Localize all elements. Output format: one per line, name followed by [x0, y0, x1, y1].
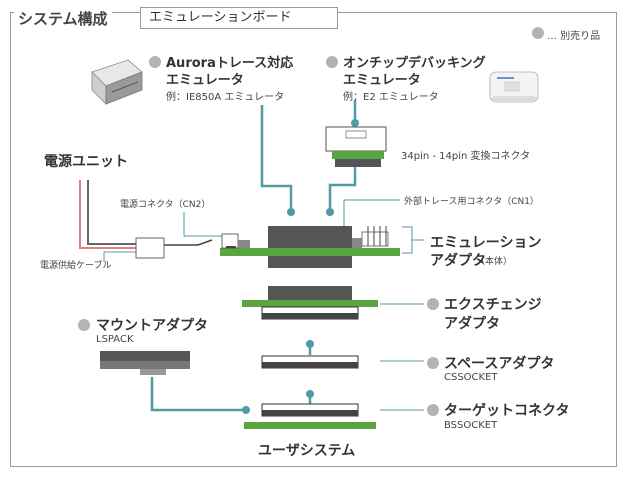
emulation-adapter-body-label: （本体） [476, 257, 513, 267]
e2-emulator-icon [489, 71, 539, 103]
power-connector-label: 電源コネクタ（CN2） [120, 200, 211, 210]
aurora-emulator-example: 例：IE850A エミュレータ [166, 92, 285, 103]
emulation-adapter-board [220, 226, 400, 268]
onchip-emulator-title-line1: オンチップデバッキング [343, 56, 486, 71]
leader-lines [103, 199, 424, 411]
user-system-label: ユーザシステム [258, 443, 356, 459]
power-cable-tip [164, 239, 213, 246]
legend-text: … 別売り品 [547, 31, 601, 42]
page-subtitle-box: エミュレーションボード [140, 7, 338, 29]
exchange-adapter-icon [242, 286, 378, 320]
emulator-connection-lines [150, 100, 357, 412]
exchange-adapter-label-line1: エクスチェンジ [444, 297, 542, 313]
optional-marker-icon [78, 319, 90, 331]
optional-marker-icon [149, 56, 161, 68]
emulation-adapter-label-line2: アダプタ [430, 253, 486, 269]
mount-adapter-icon [100, 351, 190, 375]
optional-marker-icon [427, 404, 439, 416]
legend-dot-icon [532, 27, 544, 39]
onchip-emulator-example: 例：E2 エミュレータ [343, 92, 439, 103]
space-adapter-sub-label: CSSOCKET [444, 372, 498, 383]
target-connector-label: ターゲットコネクタ [444, 403, 570, 419]
page-title: システム構成 [14, 8, 112, 29]
space-adapter-icon [261, 355, 359, 369]
aurora-emulator-title-line2: エミュレータ [166, 73, 244, 88]
optional-marker-icon [326, 56, 338, 68]
conversion-connector-icon [325, 126, 387, 167]
conversion-connector-label: 34pin - 14pin 変換コネクタ [401, 151, 531, 162]
external-trace-connector-label: 外部トレース用コネクタ（CN1） [404, 197, 539, 207]
mount-adapter-sub-label: LSPACK [96, 334, 134, 345]
exchange-adapter-label-line2: アダプタ [444, 316, 500, 332]
connection-end-dots [242, 119, 359, 414]
mount-adapter-label: マウントアダプタ [96, 318, 208, 334]
aurora-emulator-icon [91, 59, 143, 105]
emulation-adapter-label-line1: エミュレーション [430, 235, 542, 251]
onchip-emulator-title-line2: エミュレータ [343, 73, 421, 88]
aurora-emulator-title-line1: Auroraトレース対応 [166, 56, 294, 71]
optional-marker-icon [427, 298, 439, 310]
power-cable [79, 180, 136, 249]
target-connector-icon [244, 403, 376, 429]
power-cable-label: 電源供給ケーブル [40, 261, 112, 271]
optional-marker-icon [427, 357, 439, 369]
space-adapter-label: スペースアダプタ [444, 356, 555, 372]
target-connector-sub-label: BSSOCKET [444, 420, 498, 431]
power-unit-label: 電源ユニット [44, 154, 128, 170]
power-plug-icon [135, 237, 165, 259]
